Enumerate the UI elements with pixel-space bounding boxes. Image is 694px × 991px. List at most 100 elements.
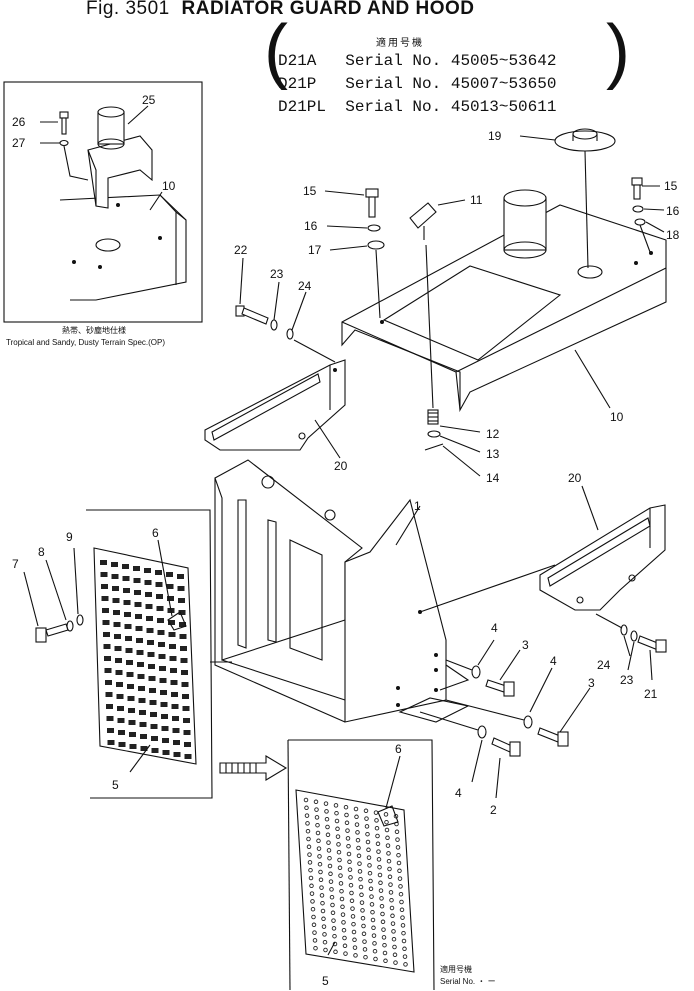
callout-10: 10 — [610, 410, 624, 424]
grille-slot — [182, 694, 189, 699]
grille-slot — [126, 672, 134, 677]
grille-hole — [305, 821, 310, 826]
grille-slot — [181, 670, 188, 675]
grille-hole — [319, 893, 325, 898]
washer-icon — [630, 630, 638, 642]
grille-hole — [334, 818, 340, 824]
grille-slot — [168, 632, 176, 637]
grille-hole — [395, 837, 400, 842]
grille-slot — [124, 624, 132, 629]
grille-slot — [137, 662, 144, 667]
grille-hole — [313, 945, 318, 951]
callout-18: 18 — [666, 228, 680, 242]
grille-slot — [147, 640, 154, 645]
grille-hole — [351, 921, 356, 927]
grille-hole — [378, 888, 384, 893]
arrow-icon — [219, 755, 288, 781]
grille-slot — [150, 724, 158, 729]
grille-slot — [146, 628, 154, 633]
bolt-icon — [537, 727, 569, 747]
grille-hole — [321, 924, 327, 929]
grille-hole — [377, 864, 382, 870]
grille-panel-box — [86, 509, 213, 799]
grille-slot — [167, 596, 174, 601]
grille-hole — [350, 906, 355, 911]
grille-hole — [399, 907, 405, 913]
grille-hole — [336, 842, 341, 847]
grille-hole — [336, 849, 342, 855]
grille-hole — [387, 866, 392, 872]
grille-hole — [367, 863, 372, 868]
grille-hole — [366, 847, 371, 853]
grille-hole — [377, 872, 383, 878]
grille-slot — [100, 560, 107, 565]
grille-hole — [357, 869, 363, 874]
bolt-icon — [235, 305, 269, 325]
grille-hole — [345, 828, 350, 833]
grille-hole — [380, 919, 386, 925]
tropical-spec-inset: 26 27 25 10 — [3, 81, 203, 323]
grille-hole — [339, 896, 345, 902]
grille-slot — [104, 668, 112, 673]
grille-hole — [380, 911, 385, 917]
grille-hole — [338, 881, 344, 886]
washer-icon — [471, 665, 481, 679]
grille-hole — [311, 914, 316, 920]
rain-cap-icon — [554, 128, 616, 152]
serial-row: D21A Serial No. 45005~53642 — [278, 50, 556, 73]
grille-hole — [385, 835, 390, 841]
grille-hole — [370, 909, 375, 915]
pipe-bracket-icon — [87, 106, 153, 209]
serial-header: 適用号機 — [376, 38, 424, 49]
washer-icon — [427, 430, 441, 438]
grille-hole — [329, 887, 334, 892]
grille-slot — [113, 610, 120, 615]
grille-slot — [106, 704, 113, 709]
grille-slot — [101, 584, 108, 589]
grille-hole — [309, 883, 314, 889]
grille-slot — [127, 696, 135, 701]
grille-hole — [314, 815, 320, 820]
grille-hole — [332, 933, 337, 939]
grille-slot — [122, 576, 130, 581]
grille-slot — [111, 562, 118, 567]
grille-hole — [387, 874, 393, 880]
grille-slot — [149, 700, 157, 705]
callout-20: 20 — [568, 471, 582, 485]
grille-slot — [159, 666, 166, 671]
callout-16: 16 — [304, 219, 318, 233]
washer-icon — [620, 624, 628, 636]
grille-slot — [147, 652, 155, 657]
grille-slot — [145, 604, 153, 609]
grille-slot — [179, 634, 187, 639]
grille-slot — [138, 686, 145, 691]
callout-3: 3 — [588, 676, 595, 690]
grille-slot — [125, 636, 132, 641]
grille-slot — [156, 606, 164, 611]
grille-slot — [113, 622, 121, 627]
grille-hole — [402, 954, 408, 959]
grille-hole — [400, 923, 406, 928]
grille-slot — [102, 620, 110, 625]
grille-slot — [107, 728, 114, 733]
grille-hole — [361, 923, 366, 929]
callout-10: 10 — [162, 179, 176, 193]
grille-slot — [183, 718, 190, 723]
callout-6: 6 — [152, 526, 159, 540]
grille-slot — [111, 574, 119, 579]
figure-title: Fig. 3501 RADIATOR GUARD AND HOOD — [86, 0, 475, 20]
grille-slot — [181, 682, 189, 687]
grille-hole — [320, 908, 326, 914]
grille-hole — [330, 902, 335, 908]
callout-7: 7 — [12, 557, 19, 571]
grille-hole — [327, 855, 332, 861]
bracket-icon — [539, 504, 666, 611]
grille-hole — [347, 859, 352, 865]
grille-slot — [123, 600, 131, 605]
grille-hole — [305, 828, 311, 834]
callout-27: 27 — [12, 136, 26, 150]
callout-8: 8 — [38, 545, 45, 559]
bolt-icon — [365, 188, 379, 218]
grille-hole — [318, 877, 324, 883]
